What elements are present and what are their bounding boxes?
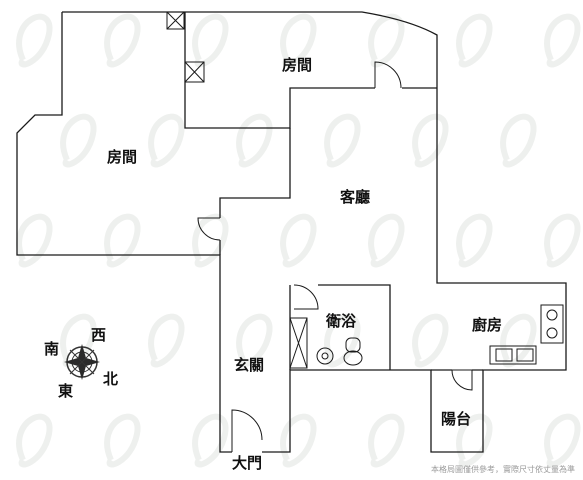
door-bedroom-left <box>197 217 221 241</box>
room-label-main-door: 大門 <box>232 454 262 472</box>
watermark-loop <box>544 13 581 68</box>
compass-needle-e <box>82 358 100 366</box>
door-bathroom <box>289 284 319 310</box>
burner-icon <box>546 309 558 321</box>
disclaimer-text: 本格局圖僅供參考，實際尺寸依丈量為準 <box>431 464 575 474</box>
watermark-loop <box>16 13 53 68</box>
door-main <box>231 409 263 452</box>
watermark-loop <box>148 113 185 168</box>
shower-stall-x <box>289 317 308 369</box>
window-marker <box>166 11 185 30</box>
compass: 南 西 東 北 <box>44 326 118 400</box>
watermark-loop <box>500 313 537 368</box>
compass-needle-s <box>78 362 86 380</box>
watermark-loop <box>412 113 449 168</box>
room-labels: 房間 房間 客廳 衛浴 廚房 玄關 陽台 大門 <box>107 56 502 472</box>
watermark-loop <box>544 413 581 468</box>
door-bedroom-top <box>374 61 402 89</box>
watermark-loop <box>104 413 141 468</box>
burner-icon <box>546 327 558 339</box>
room-label-kitchen: 廚房 <box>472 316 502 334</box>
compass-label-east: 東 <box>58 382 73 400</box>
watermark-loop <box>456 413 493 468</box>
walls <box>16 11 567 453</box>
stove-icon <box>540 304 564 344</box>
watermark-loop <box>324 113 361 168</box>
watermark-loop <box>60 313 97 368</box>
watermark-loop <box>456 213 493 268</box>
watermark-loop <box>456 13 493 68</box>
room-label-bedroom-left: 房間 <box>107 148 137 166</box>
window-marker-x <box>184 61 205 83</box>
kitchen-sink-basin-icon <box>495 348 513 362</box>
kitchen-sink-basin-icon <box>516 348 534 362</box>
watermark-loop <box>324 313 361 368</box>
watermark-loop <box>412 313 449 368</box>
window-marker-x <box>166 11 185 30</box>
fixtures <box>289 304 564 369</box>
watermark-loop <box>16 413 53 468</box>
room-label-living-room: 客廳 <box>339 188 370 206</box>
watermark-loop <box>192 13 229 68</box>
shower-stall <box>289 317 308 369</box>
watermark-loop <box>368 213 405 268</box>
watermark-loop <box>192 213 229 268</box>
watermark-loop <box>104 13 141 68</box>
compass-needle-w <box>64 358 82 366</box>
watermark-loop <box>500 113 537 168</box>
room-label-bathroom: 衛浴 <box>325 312 357 330</box>
watermark-loop <box>16 213 53 268</box>
compass-diagonals <box>69 349 95 375</box>
window-marker <box>184 61 205 83</box>
watermark-loop <box>544 213 581 268</box>
watermark-loop <box>60 113 97 168</box>
compass-label-north: 北 <box>103 370 118 388</box>
toilet-tank-icon <box>345 337 361 353</box>
watermark-loop <box>192 413 229 468</box>
watermark-loop <box>280 413 317 468</box>
door-balcony <box>451 369 473 391</box>
compass-label-south: 南 <box>44 340 59 358</box>
doors <box>197 61 473 452</box>
watermark-pattern <box>16 13 581 468</box>
bedroom-left-wall <box>219 128 291 255</box>
watermark-loop <box>104 213 141 268</box>
compass-label-west: 西 <box>91 326 106 344</box>
sink-icon <box>316 347 334 365</box>
toilet-icon <box>343 350 363 366</box>
watermark-loop <box>236 313 273 368</box>
room-label-bedroom-top: 房間 <box>282 56 312 74</box>
watermark-loop <box>280 13 317 68</box>
watermark-loop <box>280 213 317 268</box>
outer-wall <box>16 11 567 453</box>
room-label-foyer: 玄關 <box>234 356 264 374</box>
watermark-loop <box>236 113 273 168</box>
sink-drain-icon <box>321 352 329 360</box>
watermark-loop <box>368 413 405 468</box>
kitchen-counter-sink-icon <box>489 345 537 365</box>
compass-needle-n <box>78 344 86 362</box>
watermark-loop <box>368 13 405 68</box>
room-label-balcony: 陽台 <box>441 410 471 428</box>
watermark-loop <box>148 313 185 368</box>
